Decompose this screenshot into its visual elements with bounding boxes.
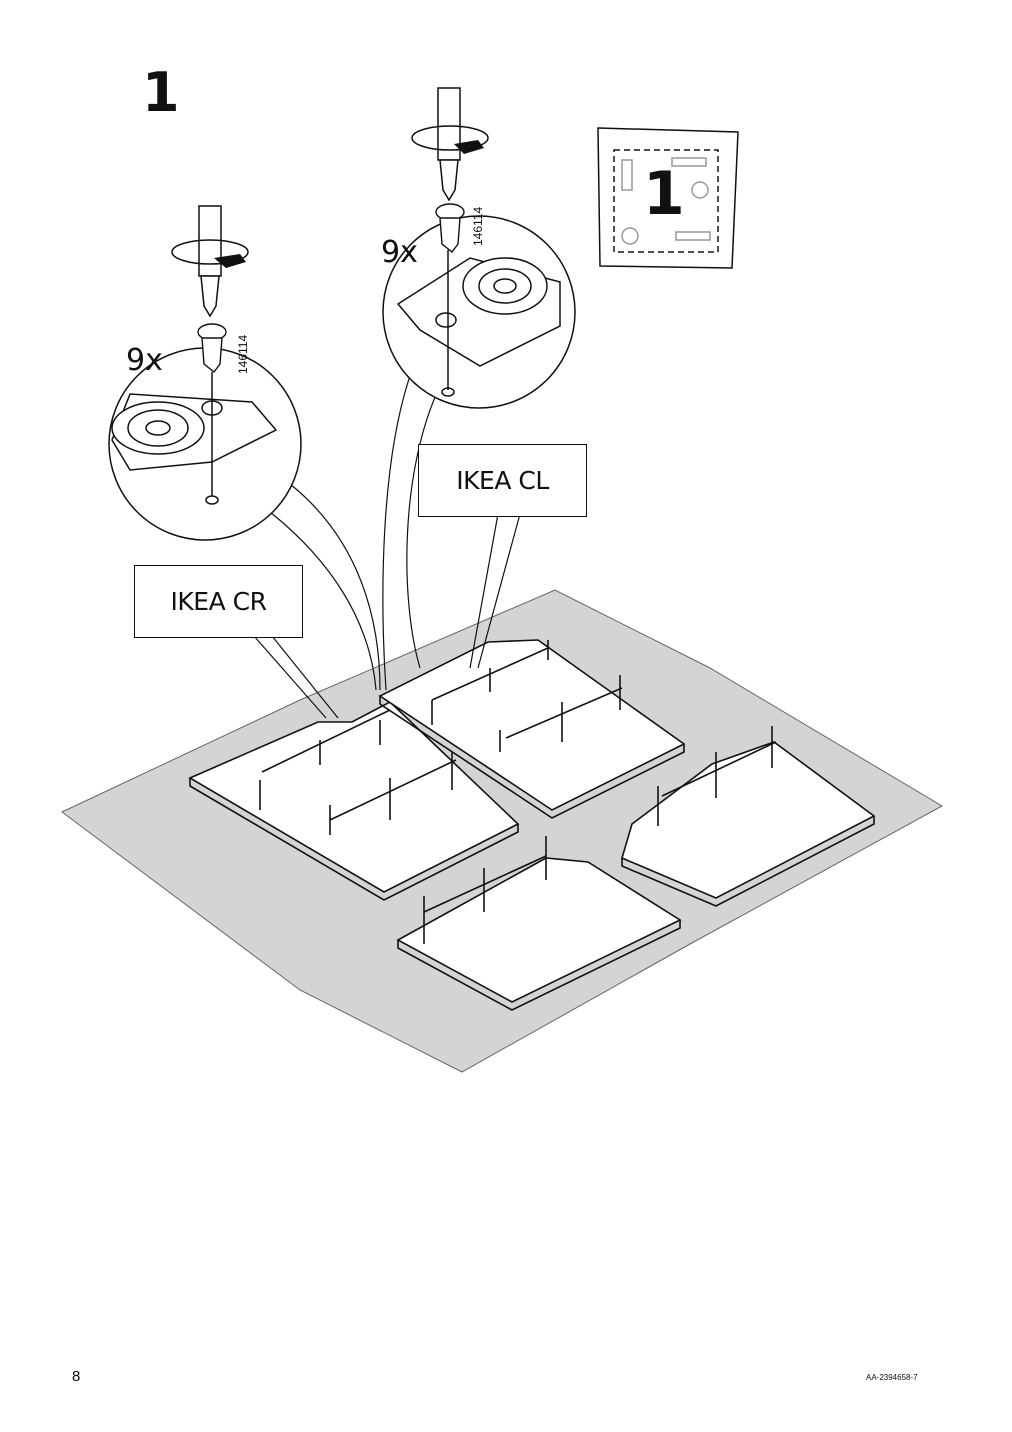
rotation-arrow-icon xyxy=(454,140,484,154)
quantity-label-right: 9x xyxy=(381,235,418,270)
callout-pointers xyxy=(253,369,521,719)
hardware-bag-icon xyxy=(597,127,739,269)
page-number: 8 xyxy=(72,1368,81,1385)
panel-label-cl: IKEA CL xyxy=(418,444,587,517)
screwdriver-icon xyxy=(411,87,489,202)
document-code: AA-2394658-7 xyxy=(866,1373,918,1382)
detail-circle-left xyxy=(108,347,302,541)
step-number: 1 xyxy=(142,61,180,124)
hardware-bag-number: 1 xyxy=(643,159,685,229)
panel-bottom xyxy=(396,836,682,1011)
part-number-right: 146114 xyxy=(471,206,485,246)
screw-icon xyxy=(435,203,465,253)
panel-right xyxy=(621,726,876,907)
rotation-arrow-icon xyxy=(214,254,246,268)
quantity-label-left: 9x xyxy=(126,343,163,378)
detail-circle-right xyxy=(382,215,576,409)
panel-cr xyxy=(188,701,520,901)
part-number-left: 146114 xyxy=(236,334,250,374)
screw-icon xyxy=(197,323,227,373)
panel-label-cr: IKEA CR xyxy=(134,565,303,638)
panel-cl xyxy=(378,639,686,819)
